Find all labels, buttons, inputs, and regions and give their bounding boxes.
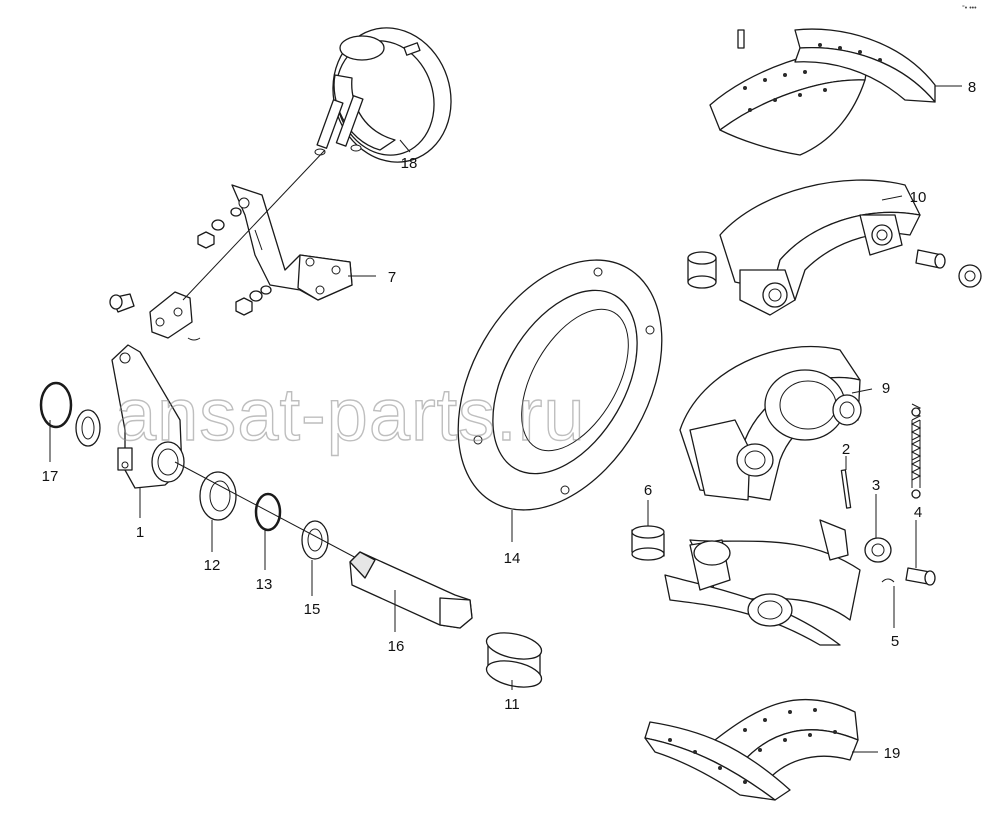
part-7-chamber-bracket <box>231 184 353 301</box>
callout-3: 3 <box>872 477 880 494</box>
callout-6: 6 <box>644 482 652 499</box>
part-2-pin <box>840 469 852 509</box>
corner-mark: °• ••• <box>962 4 977 12</box>
part-fasteners-bracket <box>197 207 272 316</box>
part-clevis-and-pin <box>109 149 326 341</box>
callout-15: 15 <box>304 601 321 618</box>
part-9-brake-shoe-assembly <box>679 345 862 501</box>
part-6-roller <box>631 525 665 561</box>
callout-1: 1 <box>136 524 144 541</box>
part-10-rollers <box>687 249 982 289</box>
callout-8: 8 <box>968 79 976 96</box>
callout-12: 12 <box>204 557 221 574</box>
callout-11: 11 <box>504 696 520 713</box>
watermark: ansat-parts.ru <box>115 373 586 456</box>
callout-5: 5 <box>891 633 899 650</box>
part-1-slack-adjuster <box>111 344 185 489</box>
callout-4: 4 <box>914 504 922 521</box>
part-16-camshaft <box>349 551 473 629</box>
callout-7: 7 <box>388 269 396 286</box>
part-13-snap-ring <box>254 492 282 532</box>
part-11-bushing <box>485 632 543 688</box>
callout-14: 14 <box>504 550 521 567</box>
callout-13: 13 <box>256 576 273 593</box>
callout-19: 19 <box>884 745 901 762</box>
part-15-washer <box>301 520 329 560</box>
part-10-brake-shoe-top <box>719 179 921 316</box>
leader-lines <box>49 85 962 753</box>
part-12-seal <box>199 471 237 521</box>
part-18-brake-chamber <box>314 27 452 163</box>
part-17-snap-ring-washer <box>39 381 101 447</box>
callout-18: 18 <box>401 155 418 172</box>
callout-17: 17 <box>42 468 59 485</box>
part-5-clip <box>881 578 895 583</box>
part-lower-brake-shoe <box>664 519 861 646</box>
part-8-brake-lining-top <box>709 28 936 156</box>
callout-10: 10 <box>910 189 927 206</box>
callout-9: 9 <box>882 380 890 397</box>
callout-labels: 18 7 8 10 9 2 3 4 5 6 14 11 16 15 13 12 … <box>42 79 977 762</box>
callout-2: 2 <box>842 441 850 458</box>
part-19-brake-lining-bottom <box>644 698 859 801</box>
callout-16: 16 <box>388 638 405 655</box>
part-14-dust-shield <box>457 259 663 511</box>
part-3-bushing <box>864 537 892 563</box>
part-4-return-spring-and-pin <box>905 403 936 586</box>
